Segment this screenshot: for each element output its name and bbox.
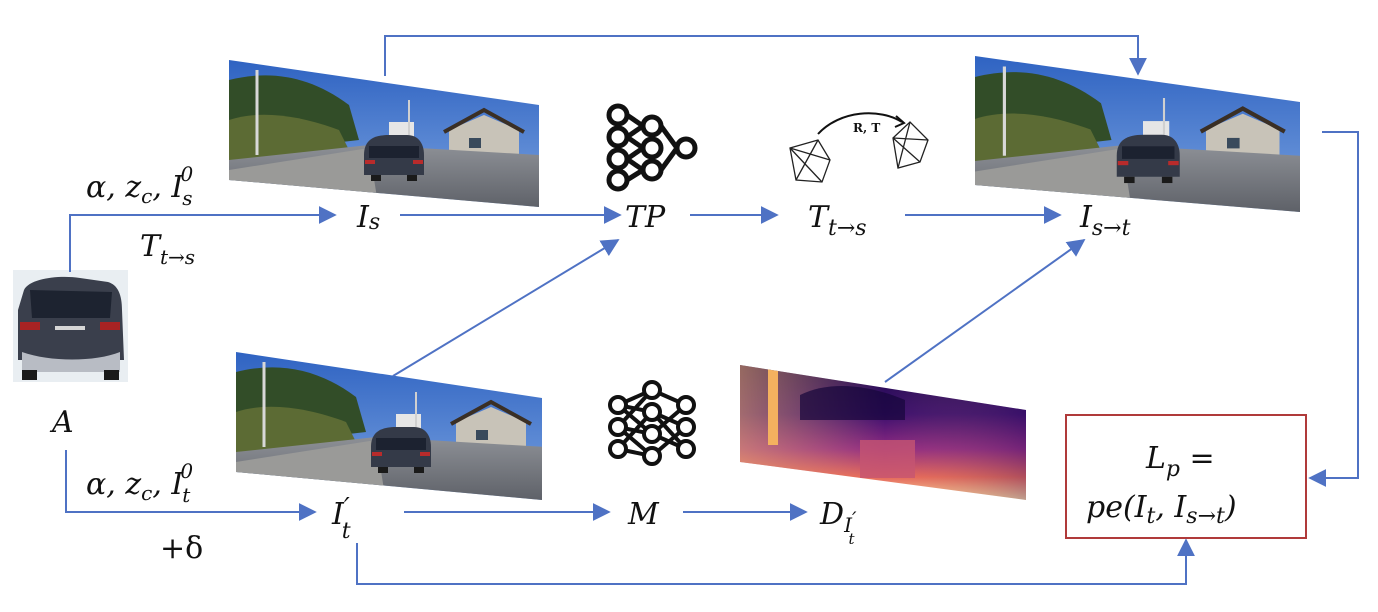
loss-box bbox=[1065, 414, 1307, 539]
pose-label: Tt→s bbox=[808, 200, 867, 241]
camera-pose-icon bbox=[789, 112, 929, 183]
source-image-label: Is bbox=[356, 200, 380, 235]
target-image-label: I′t bbox=[331, 493, 351, 544]
depth-network-label: M bbox=[627, 497, 660, 532]
depth-map-image bbox=[740, 365, 1026, 500]
rt-label: R, T bbox=[853, 121, 880, 135]
warped-image bbox=[975, 56, 1301, 214]
target-params-line2: +δ bbox=[160, 531, 203, 566]
neural-network-icon bbox=[608, 380, 696, 466]
source-image bbox=[229, 60, 539, 207]
source-params-line1: α, zc, Is0 bbox=[86, 162, 194, 210]
depth-label: DI′t bbox=[819, 497, 857, 548]
car-patch-label: A bbox=[49, 405, 74, 440]
car-patch-image bbox=[13, 270, 128, 382]
neural-network-icon bbox=[606, 103, 698, 192]
source-params-line2: Tt→s bbox=[140, 229, 195, 269]
target-params-line1: α, zc, It0 bbox=[86, 459, 193, 507]
target-image bbox=[236, 352, 542, 500]
pose-network-label: TP bbox=[625, 200, 666, 235]
warped-image-label: Is→t bbox=[1079, 200, 1131, 241]
loss-line1: Lp = bbox=[1145, 441, 1215, 482]
flow-arrows bbox=[65, 35, 1359, 585]
loss-line2: pe(It, Is→t) bbox=[1086, 490, 1237, 529]
